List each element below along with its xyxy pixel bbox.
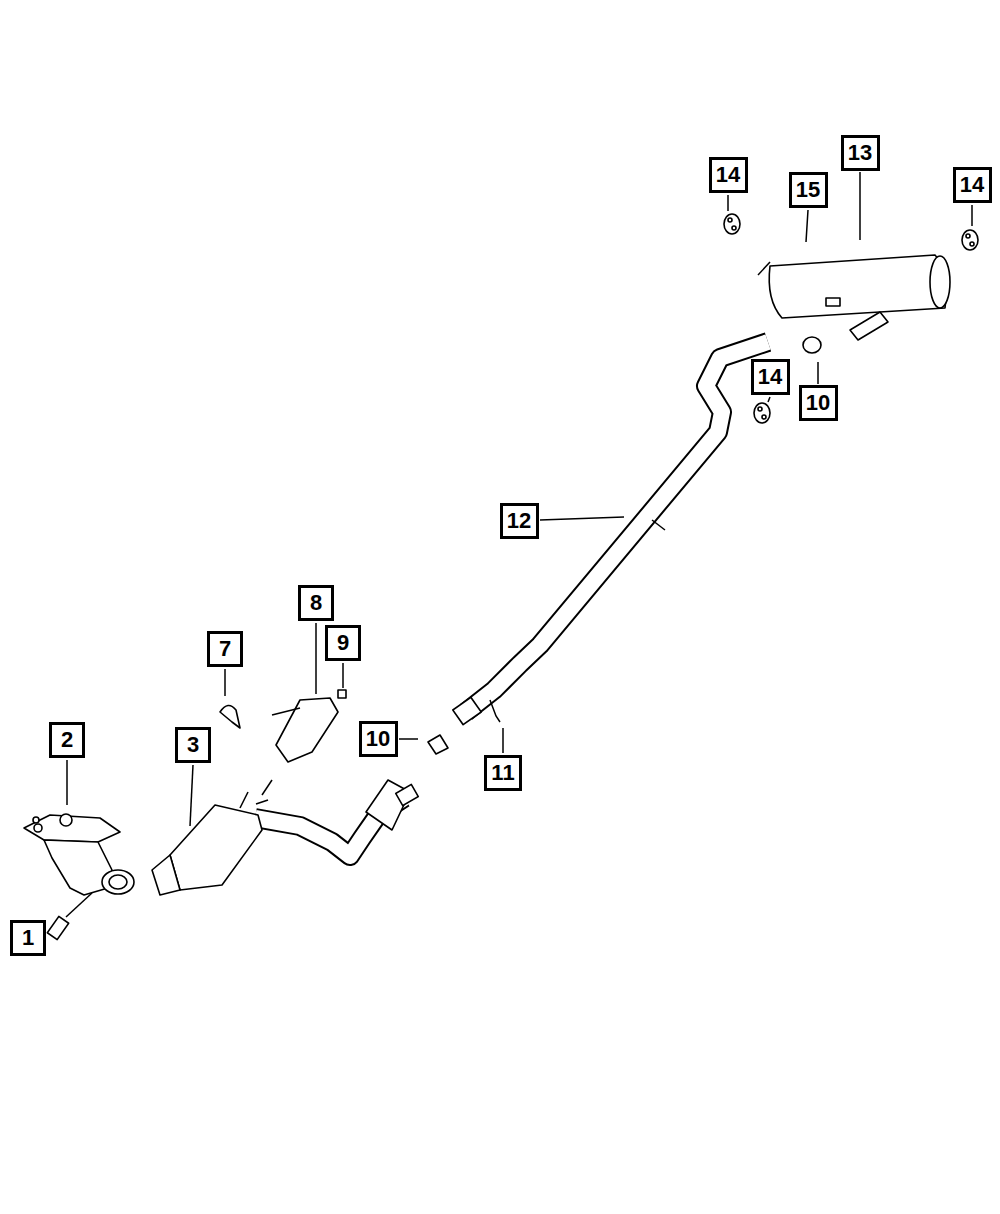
callout-box: 11: [484, 755, 522, 791]
callout-number: 14: [758, 366, 782, 388]
clamp: [220, 705, 240, 728]
heat-shield: [272, 698, 338, 762]
callout-number: 9: [337, 632, 349, 654]
callout-box: 3: [175, 727, 211, 763]
clamp: [428, 735, 448, 754]
callout-number: 15: [796, 179, 820, 201]
callout-box: 14: [709, 157, 748, 193]
callout-box: 12: [500, 503, 539, 539]
bolt: [47, 893, 92, 940]
callout-box: 14: [953, 167, 992, 203]
callout-box: 7: [207, 631, 243, 667]
callout-number: 14: [716, 164, 740, 186]
bolt: [338, 690, 346, 698]
callout-box: 14: [751, 359, 790, 395]
callout-box: 13: [841, 135, 880, 171]
muffler: [758, 255, 950, 340]
hanger: [724, 214, 978, 423]
callout-number: 13: [848, 142, 872, 164]
callout-number: 10: [806, 392, 830, 414]
callout-number: 12: [507, 510, 531, 532]
callout-number: 8: [310, 592, 322, 614]
callout-box: 15: [789, 172, 828, 208]
callout-number: 11: [491, 762, 514, 784]
leader-lines: [67, 172, 972, 826]
callout-number: 2: [61, 729, 73, 751]
callout-number: 14: [960, 174, 984, 196]
converter-pipe-assembly: [152, 780, 418, 895]
callout-number: 1: [22, 927, 34, 949]
callout-box: 8: [298, 585, 334, 621]
callout-number: 3: [187, 734, 199, 756]
callout-box: 9: [325, 625, 361, 661]
callout-number: 10: [366, 728, 390, 750]
callout-box: 2: [49, 722, 85, 758]
callout-number: 7: [219, 638, 231, 660]
catalytic-converter: [24, 814, 134, 895]
callout-box: 1: [10, 920, 46, 956]
callout-box: 10: [799, 385, 838, 421]
clamp: [803, 337, 821, 353]
callout-box: 10: [359, 721, 398, 757]
intermediate-pipe: [453, 342, 768, 725]
